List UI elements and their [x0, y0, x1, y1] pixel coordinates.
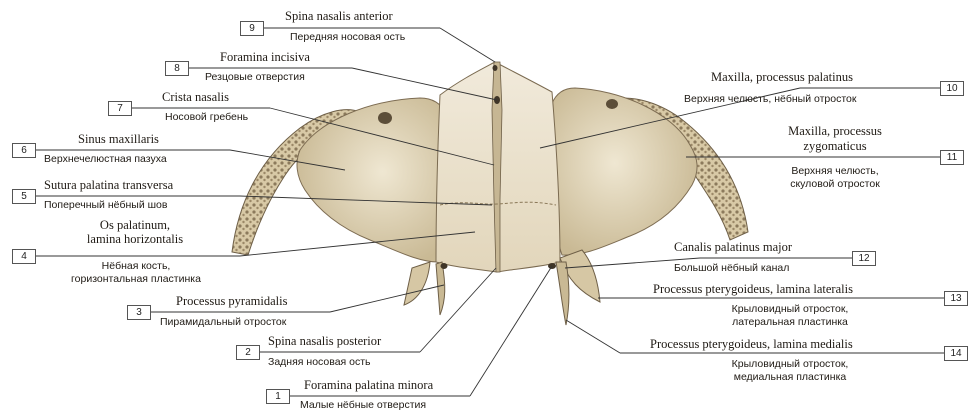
label-7-russian: Носовой гребень — [165, 111, 248, 123]
label-9-russian: Передняя носовая ость — [290, 31, 405, 43]
marker-5: 5 — [12, 189, 36, 204]
label-3-latin: Processus pyramidalis — [176, 294, 287, 308]
label-10-russian: Верхняя челюсть, нёбный отросток — [684, 93, 856, 105]
marker-1: 1 — [266, 389, 290, 404]
marker-14: 14 — [944, 346, 968, 361]
label-11-russian-line1: Верхняя челюсть, — [755, 165, 915, 177]
label-8-russian: Резцовые отверстия — [205, 71, 305, 83]
label-11-latin-line1: Maxilla, processus — [760, 124, 910, 138]
label-2-latin: Spina nasalis posterior — [268, 334, 381, 348]
label-6-latin: Sinus maxillaris — [78, 132, 159, 146]
label-12-russian: Большой нёбный канал — [674, 262, 789, 274]
label-4-russian-line1: Нёбная кость, — [36, 260, 236, 272]
label-4-latin-line1: Os palatinum, — [60, 218, 210, 232]
label-13-russian-line2: латеральная пластинка — [690, 316, 890, 328]
label-13-latin: Processus pterygoideus, lamina lateralis — [653, 282, 853, 296]
label-5-russian: Поперечный нёбный шов — [44, 199, 167, 211]
label-7-latin: Crista nasalis — [162, 90, 229, 104]
marker-10: 10 — [940, 81, 964, 96]
label-14-latin: Processus pterygoideus, lamina medialis — [650, 337, 853, 351]
marker-9: 9 — [240, 21, 264, 36]
label-2-russian: Задняя носовая ость — [268, 356, 371, 368]
marker-7: 7 — [108, 101, 132, 116]
marker-8: 8 — [165, 61, 189, 76]
marker-4: 4 — [12, 249, 36, 264]
label-11-latin-line2: zygomaticus — [760, 139, 910, 153]
marker-2: 2 — [236, 345, 260, 360]
label-1-russian: Малые нёбные отверстия — [300, 399, 426, 411]
left-pterygoid — [404, 262, 430, 305]
marker-6: 6 — [12, 143, 36, 158]
label-13-russian-line1: Крыловидный отросток, — [690, 303, 890, 315]
label-3-russian: Пирамидальный отросток — [160, 316, 286, 328]
label-10-latin: Maxilla, processus palatinus — [711, 70, 853, 84]
label-5-latin: Sutura palatina transversa — [44, 178, 173, 192]
right-sinus — [547, 88, 697, 255]
label-8-latin: Foramina incisiva — [220, 50, 310, 64]
label-4-latin-line2: lamina horizontalis — [60, 232, 210, 246]
marker-11: 11 — [940, 150, 964, 165]
label-1-latin: Foramina palatina minora — [304, 378, 433, 392]
label-12-latin: Canalis palatinus major — [674, 240, 792, 254]
label-9-latin: Spina nasalis anterior — [285, 9, 393, 23]
marker-3: 3 — [127, 305, 151, 320]
label-14-russian-line1: Крыловидный отросток, — [690, 358, 890, 370]
label-14-russian-line2: медиальная пластинка — [690, 371, 890, 383]
label-6-russian: Верхнечелюстная пазуха — [44, 153, 167, 165]
marker-12: 12 — [852, 251, 876, 266]
label-4-russian-line2: горизонтальная пластинка — [36, 273, 236, 285]
label-11-russian-line2: скуловой отросток — [755, 178, 915, 190]
marker-13: 13 — [944, 291, 968, 306]
